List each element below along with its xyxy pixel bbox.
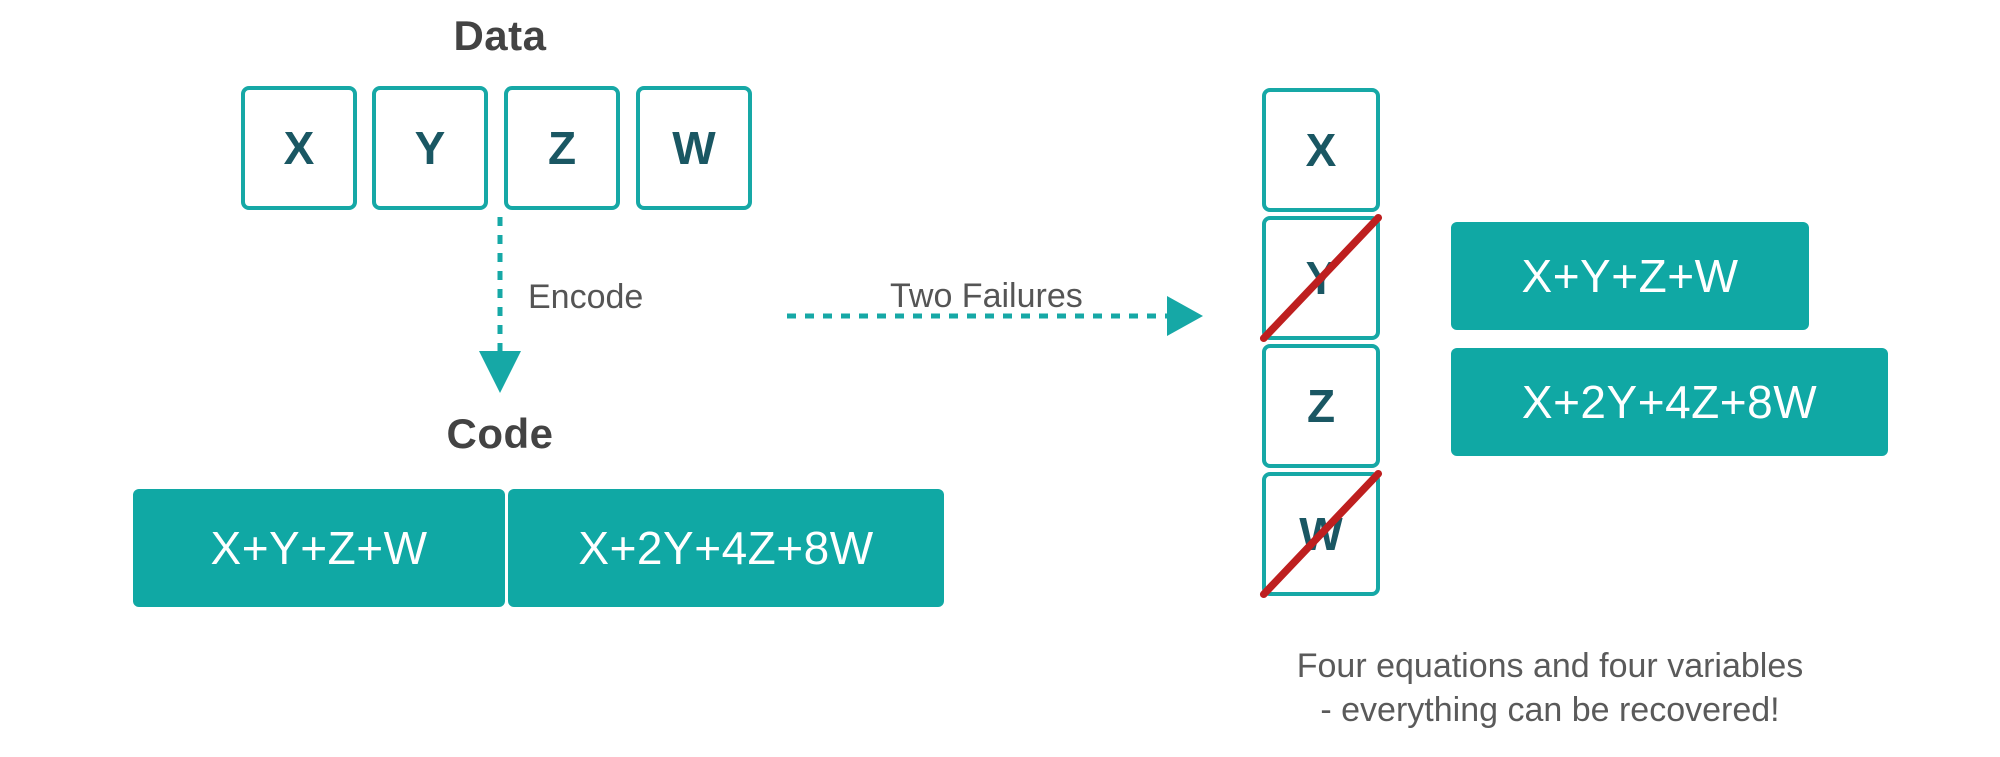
arrow-right-icon [1167, 296, 1203, 336]
equation-block-1: X+Y+Z+W [1451, 222, 1809, 330]
received-cell-label: Z [1306, 380, 1336, 432]
received-cell-label: W [1299, 508, 1343, 560]
data-cell-label: W [672, 122, 716, 174]
received-cell-x: X [1262, 88, 1380, 212]
two-failures-arrow-label: Two Failures [890, 277, 1083, 315]
encode-arrow-label: Encode [528, 278, 644, 316]
received-cell-label: Y [1305, 252, 1337, 304]
received-cell-w: W [1259, 469, 1383, 599]
data-cell-label: Z [547, 122, 577, 174]
code-block-parity-1: X+Y+Z+W [133, 489, 505, 607]
data-cell-y: Y [372, 86, 488, 210]
code-block-label: X+Y+Z+W [210, 522, 428, 574]
data-cell-z: Z [504, 86, 620, 210]
encode-arrow [479, 217, 521, 393]
data-section-title: Data [453, 12, 547, 59]
data-cell-label: X [283, 122, 315, 174]
arrow-down-icon [479, 351, 521, 393]
equation-block-2: X+2Y+4Z+8W [1451, 348, 1888, 456]
received-cell-z: Z [1262, 344, 1380, 468]
received-cell-y: Y [1259, 213, 1383, 343]
equation-block-label: X+2Y+4Z+8W [1521, 376, 1818, 428]
code-section-title: Code [446, 410, 554, 457]
code-block-parity-2: X+2Y+4Z+8W [508, 489, 944, 607]
data-cell-w: W [636, 86, 752, 210]
received-cell-label: X [1305, 124, 1337, 176]
equation-block-label: X+Y+Z+W [1521, 250, 1739, 302]
code-block-label: X+2Y+4Z+8W [578, 522, 874, 574]
data-cell-x: X [241, 86, 357, 210]
recovery-caption: Four equations and four variables - ever… [1296, 647, 1804, 729]
data-cell-label: Y [414, 122, 446, 174]
